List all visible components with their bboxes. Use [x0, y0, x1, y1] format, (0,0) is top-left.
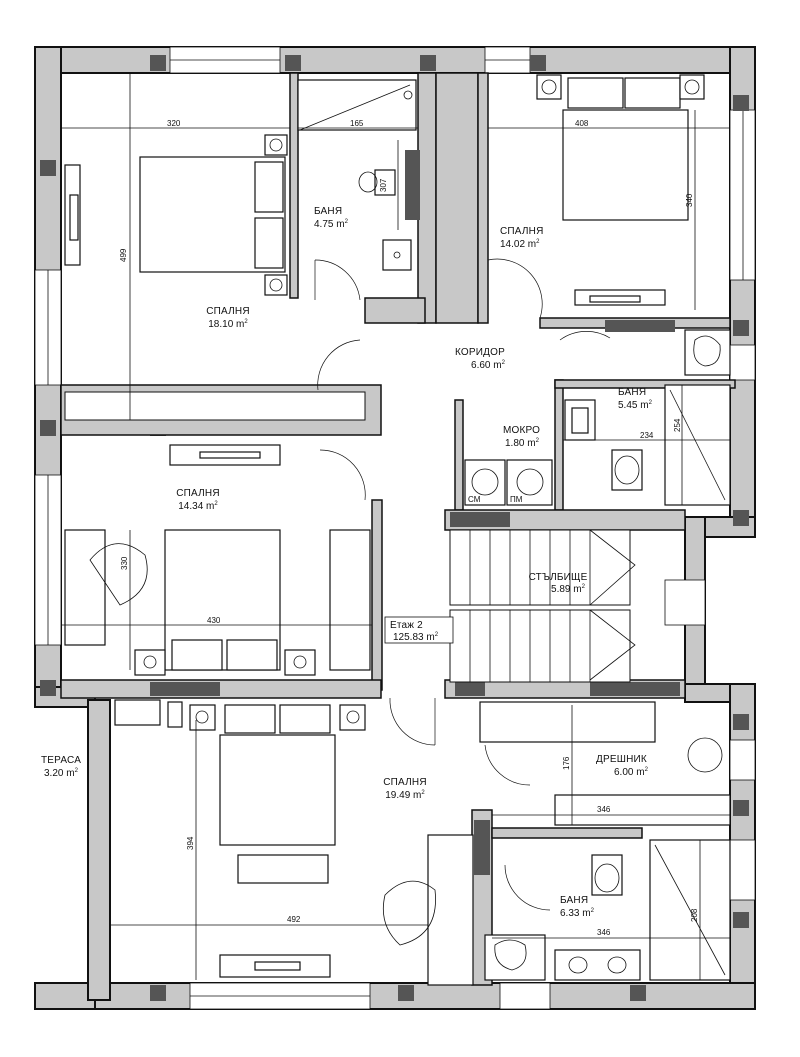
- room-name-terrace: ТЕРАСА: [41, 755, 81, 766]
- room-name-wardrobe: ДРЕШНИК: [596, 754, 647, 765]
- room-area-bath-s: 6.33 m2: [560, 908, 595, 919]
- room-name-corridor: КОРИДОР: [455, 347, 505, 358]
- dim-394: 394: [186, 836, 195, 850]
- dim-430: 430: [207, 616, 221, 625]
- room-area-stairs: 5.89 m2: [551, 584, 586, 595]
- room-name-stairs: СТЪЛБИЩЕ: [529, 572, 588, 583]
- room-name-bedroom-ne: СПАЛНЯ: [500, 226, 544, 237]
- room-area-bedroom-w: 14.34 m2: [178, 501, 218, 512]
- room-name-bath-n: БАНЯ: [314, 206, 342, 217]
- dim-208: 208: [690, 908, 699, 922]
- room-name-utility: МОКРО: [503, 425, 540, 436]
- dimension-labels: 320 165 408 307 499 340 254 234 330 430 …: [119, 119, 699, 937]
- stairs: [449, 529, 636, 683]
- dim-234: 234: [640, 431, 654, 440]
- dim-254: 254: [673, 418, 682, 432]
- dim-176: 176: [562, 756, 571, 770]
- floor-name: Етаж 2: [390, 620, 423, 631]
- dishwasher-label: ПМ: [510, 495, 523, 504]
- room-area-bedroom-nw: 18.10 m2: [208, 319, 248, 330]
- room-area-bath-n: 4.75 m2: [314, 219, 349, 230]
- room-area-terrace: 3.20 m2: [44, 768, 79, 779]
- doors: [314, 258, 611, 911]
- washer-label: СМ: [468, 495, 481, 504]
- columns: [40, 55, 749, 1001]
- room-name-bath-s: БАНЯ: [560, 895, 588, 906]
- room-name-bedroom-nw: СПАЛНЯ: [206, 306, 250, 317]
- dim-320: 320: [167, 119, 181, 128]
- dim-499: 499: [119, 248, 128, 262]
- room-area-bedroom-s: 19.49 m2: [385, 790, 425, 801]
- floor-area: 125.83 m2: [393, 632, 439, 643]
- dim-330: 330: [120, 556, 129, 570]
- interior-walls: [60, 72, 736, 986]
- room-area-bedroom-ne: 14.02 m2: [500, 239, 540, 250]
- room-area-corridor: 6.60 m2: [471, 360, 506, 371]
- dim-307: 307: [379, 178, 388, 192]
- dim-346-bath: 346: [597, 928, 611, 937]
- room-area-wardrobe: 6.00 m2: [614, 767, 649, 778]
- room-name-bedroom-w: СПАЛНЯ: [176, 488, 220, 499]
- dim-346-wardrobe: 346: [597, 805, 611, 814]
- room-area-bath-e: 5.45 m2: [618, 400, 653, 411]
- room-name-bath-e: БАНЯ: [618, 387, 646, 398]
- dim-340: 340: [685, 193, 694, 207]
- windows: [34, 46, 756, 1010]
- dimension-lines: [61, 73, 730, 980]
- dim-165: 165: [350, 119, 364, 128]
- room-area-utility: 1.80 m2: [505, 438, 540, 449]
- room-labels: СПАЛНЯ 18.10 m2 БАНЯ 4.75 m2 СПАЛНЯ 14.0…: [41, 206, 653, 919]
- room-name-bedroom-s: СПАЛНЯ: [383, 777, 427, 788]
- dim-492: 492: [287, 915, 301, 924]
- dim-408: 408: [575, 119, 589, 128]
